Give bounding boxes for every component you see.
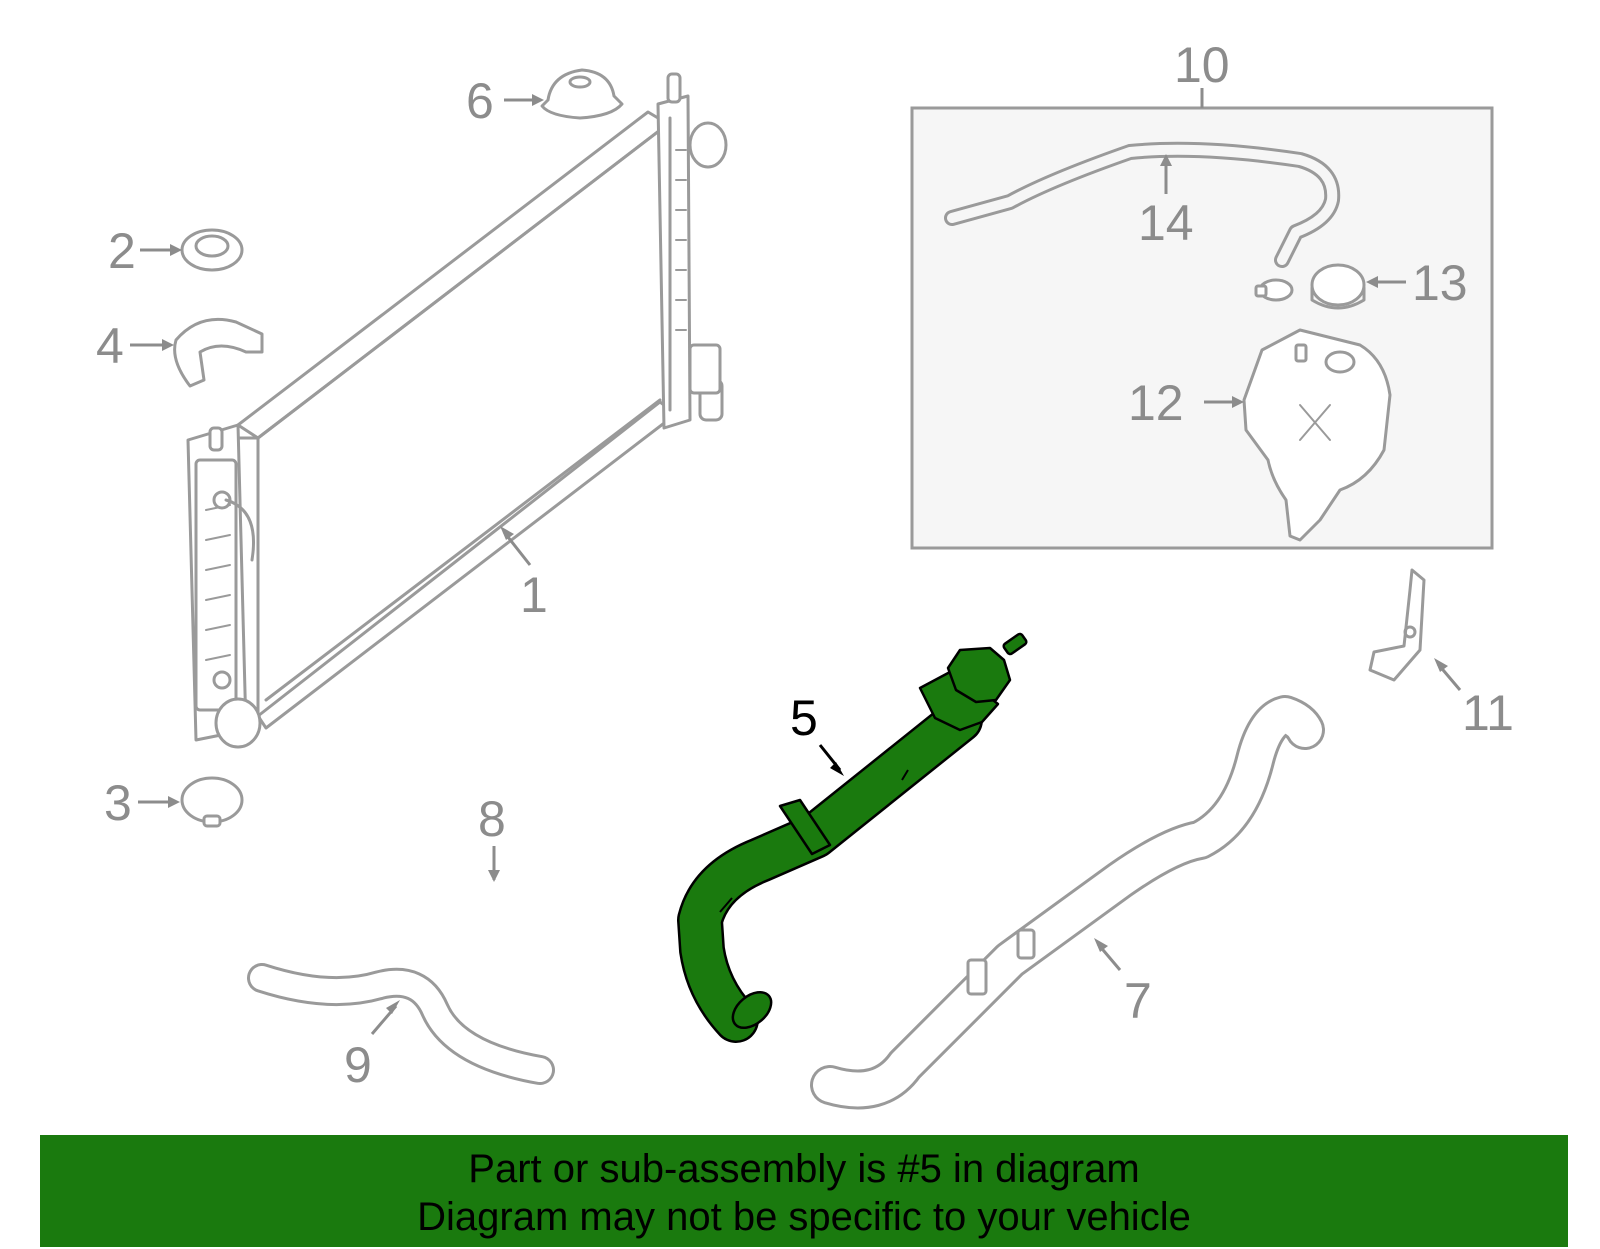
callout-10: 10 [1174, 37, 1230, 93]
banner-line-2: Diagram may not be specific to your vehi… [417, 1195, 1191, 1239]
clamp-part[interactable] [1254, 278, 1294, 302]
info-banner: Part or sub-assembly is #5 in diagram Di… [40, 1135, 1568, 1247]
hose-part-7[interactable] [810, 695, 1325, 1110]
hose-part-8[interactable] [348, 708, 634, 937]
radiator-cap-part-6[interactable] [540, 68, 624, 120]
callout-2: 2 [108, 223, 136, 279]
leader-lines [130, 88, 1462, 1035]
hose-part-5-highlighted[interactable] [677, 632, 1028, 1043]
banner-line-1: Part or sub-assembly is #5 in diagram [468, 1147, 1140, 1191]
callout-14: 14 [1138, 195, 1194, 251]
hose-part-14[interactable] [944, 141, 1341, 268]
reservoir-cap-part-13[interactable] [1310, 263, 1366, 310]
grommet-part-2[interactable] [180, 228, 244, 272]
callout-11: 11 [1462, 685, 1514, 741]
mount-part-3[interactable] [180, 776, 244, 828]
callout-3: 3 [104, 775, 132, 831]
callout-1: 1 [520, 567, 548, 623]
bracket-part-4[interactable] [173, 317, 264, 388]
callout-5: 5 [790, 690, 818, 746]
callout-9: 9 [344, 1037, 372, 1093]
callout-12: 12 [1128, 375, 1184, 431]
callout-4: 4 [96, 318, 124, 374]
callout-7: 7 [1124, 973, 1152, 1029]
callout-13: 13 [1412, 255, 1468, 311]
bracket-part-11[interactable] [1368, 568, 1426, 682]
reservoir-group-box [910, 106, 1494, 550]
reservoir-tank-part-12[interactable] [1242, 328, 1392, 542]
callout-6: 6 [466, 73, 494, 129]
radiator-part-1[interactable] [186, 72, 728, 749]
callout-8: 8 [478, 791, 506, 847]
hose-part-9[interactable] [247, 963, 555, 1085]
